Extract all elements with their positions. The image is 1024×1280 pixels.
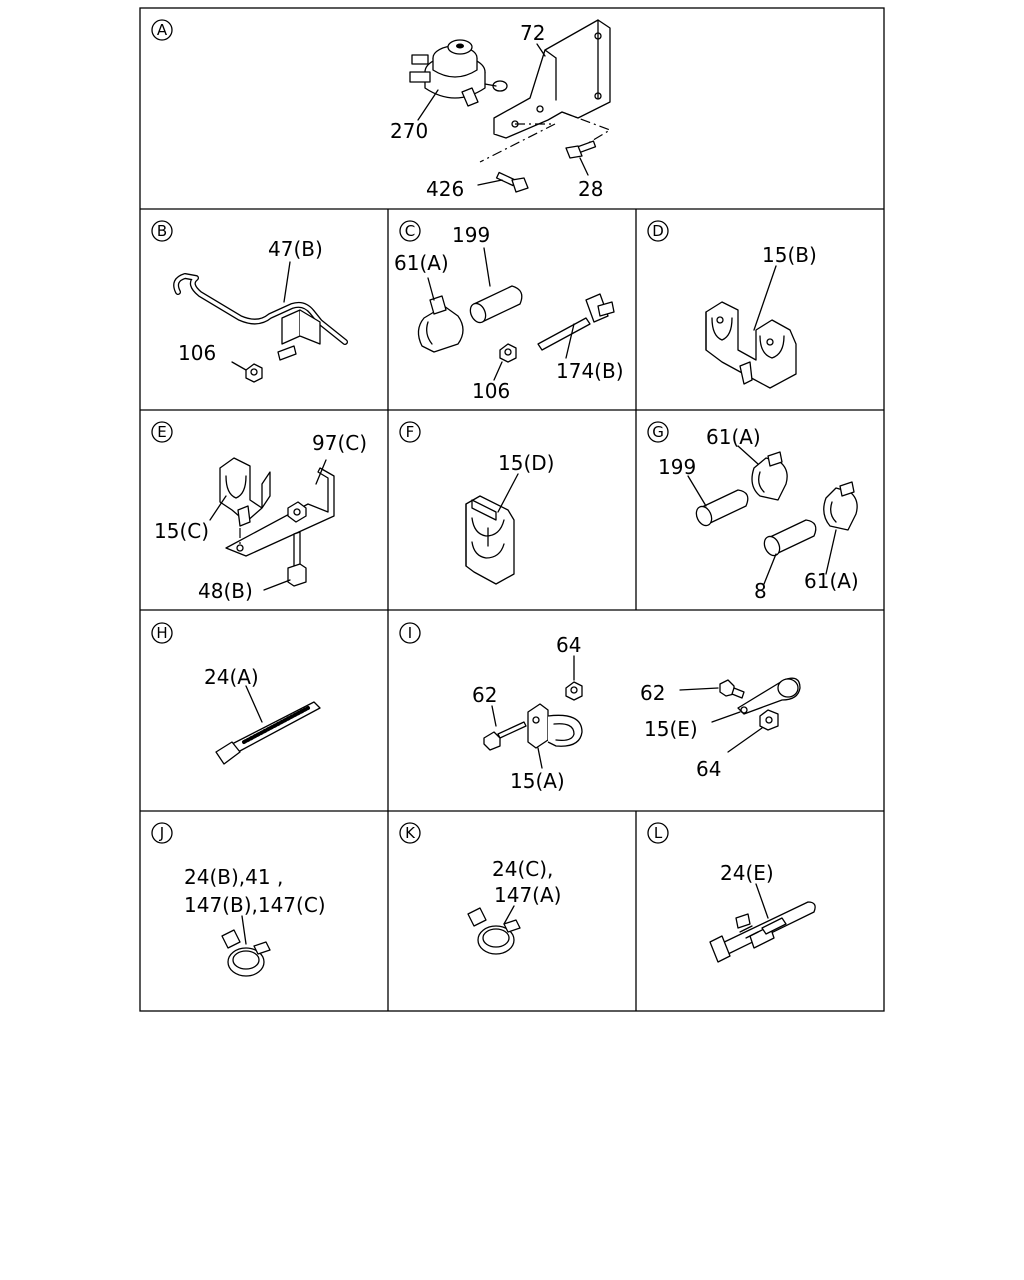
label-24a: 24(A) xyxy=(204,665,259,689)
label-61a-g-2: 61(A) xyxy=(804,569,859,593)
bolt-28 xyxy=(565,140,597,159)
svg-text:G: G xyxy=(652,423,664,441)
label-k-line2: 147(A) xyxy=(494,883,561,907)
label-61a-g-1: 61(A) xyxy=(706,425,761,449)
svg-text:A: A xyxy=(157,21,168,39)
label-24e: 24(E) xyxy=(720,861,774,885)
section-b-drawing: 47(B) 106 xyxy=(173,237,348,383)
label-15c: 15(C) xyxy=(154,519,209,543)
svg-text:K: K xyxy=(405,824,416,842)
label-47b: 47(B) xyxy=(268,237,323,261)
section-marker-c: C xyxy=(399,220,421,242)
bolt-62-left xyxy=(483,721,527,751)
clip-15c xyxy=(219,457,271,527)
clip-15b xyxy=(705,301,797,389)
clip-24e xyxy=(709,901,816,963)
label-15b: 15(B) xyxy=(762,243,817,267)
label-106-c: 106 xyxy=(472,379,510,403)
svg-text:I: I xyxy=(408,624,412,642)
hose-clamp-j xyxy=(221,929,271,977)
label-199-c: 199 xyxy=(452,223,490,247)
bolt-62-right xyxy=(719,679,745,699)
vacuum-valve-270 xyxy=(409,39,508,107)
bracket-72 xyxy=(493,19,611,139)
section-e-drawing: 97(C) 15(C) 48(B) xyxy=(154,431,367,603)
diagram-grid xyxy=(139,7,885,1012)
section-marker-a: A xyxy=(151,19,173,41)
nut-106 xyxy=(245,363,263,383)
label-72: 72 xyxy=(520,21,545,45)
nut-64-top xyxy=(565,681,583,701)
clip-61a-g-top xyxy=(751,451,788,501)
section-marker-e: E xyxy=(151,421,173,443)
label-48b: 48(B) xyxy=(198,579,253,603)
clip-15e xyxy=(737,677,801,715)
bolt-426 xyxy=(495,171,529,193)
section-h-drawing: 24(A) xyxy=(204,665,321,765)
label-62-left: 62 xyxy=(472,683,497,707)
svg-text:J: J xyxy=(159,824,164,842)
section-marker-d: D xyxy=(647,220,669,242)
label-62-right: 62 xyxy=(640,681,665,705)
section-k-drawing: 24(C), 147(A) xyxy=(467,857,561,955)
label-199-g: 199 xyxy=(658,455,696,479)
section-l-drawing: 24(E) xyxy=(709,861,816,963)
label-97c: 97(C) xyxy=(312,431,367,455)
section-a-drawing: 72 270 426 28 xyxy=(390,19,612,201)
label-15d: 15(D) xyxy=(498,451,554,475)
svg-text:C: C xyxy=(405,222,415,240)
label-15e: 15(E) xyxy=(644,717,698,741)
section-marker-g: G xyxy=(647,421,669,443)
nut-106-c xyxy=(499,343,517,363)
label-426: 426 xyxy=(426,177,464,201)
label-64-bottom: 64 xyxy=(696,757,721,781)
bolt-48b xyxy=(287,531,307,587)
label-106-b: 106 xyxy=(178,341,216,365)
label-k-line1: 24(C), xyxy=(492,857,553,881)
section-marker-f: F xyxy=(399,421,421,443)
hose-clamp-k xyxy=(467,907,521,955)
sleeve-8 xyxy=(763,519,817,557)
svg-text:L: L xyxy=(654,824,663,842)
label-270: 270 xyxy=(390,119,428,143)
section-i-drawing: 64 62 15(A) 62 15(E) 64 xyxy=(472,633,801,793)
label-15a: 15(A) xyxy=(510,769,565,793)
bolt-174b xyxy=(537,293,615,351)
svg-text:H: H xyxy=(156,624,167,642)
cable-tie-24a xyxy=(215,701,321,765)
section-marker-j: J xyxy=(151,822,173,844)
label-28: 28 xyxy=(578,177,603,201)
label-174b: 174(B) xyxy=(556,359,624,383)
section-j-drawing: 24(B),41 , 147(B),147(C) xyxy=(184,865,326,977)
label-8: 8 xyxy=(754,579,767,603)
section-marker-l: L xyxy=(647,822,669,844)
section-d-drawing: 15(B) xyxy=(705,243,817,389)
svg-text:E: E xyxy=(157,423,166,441)
svg-text:D: D xyxy=(652,222,664,240)
section-marker-i: I xyxy=(399,622,421,644)
nut-64-bottom xyxy=(759,709,779,731)
section-marker-b: B xyxy=(151,220,173,242)
clamp-15a xyxy=(527,703,583,749)
clip-61a-g-bottom xyxy=(823,481,858,531)
section-g-drawing: 61(A) 199 8 61(A) xyxy=(658,425,859,603)
section-f-drawing: 15(D) xyxy=(465,451,554,585)
label-64-top: 64 xyxy=(556,633,581,657)
label-j-line2: 147(B),147(C) xyxy=(184,893,326,917)
sleeve-199-g xyxy=(695,489,749,527)
clip-15d xyxy=(465,495,515,585)
label-j-line1: 24(B),41 , xyxy=(184,865,283,889)
svg-text:F: F xyxy=(406,423,415,441)
bracket-97c xyxy=(225,467,335,557)
section-marker-h: H xyxy=(151,622,173,644)
clip-61a-c xyxy=(417,305,464,353)
section-c-drawing: 199 61(A) 106 174(B) xyxy=(394,223,624,403)
svg-text:B: B xyxy=(157,222,167,240)
sleeve-199-c xyxy=(469,285,523,324)
section-marker-k: K xyxy=(399,822,421,844)
label-61a-c: 61(A) xyxy=(394,251,449,275)
